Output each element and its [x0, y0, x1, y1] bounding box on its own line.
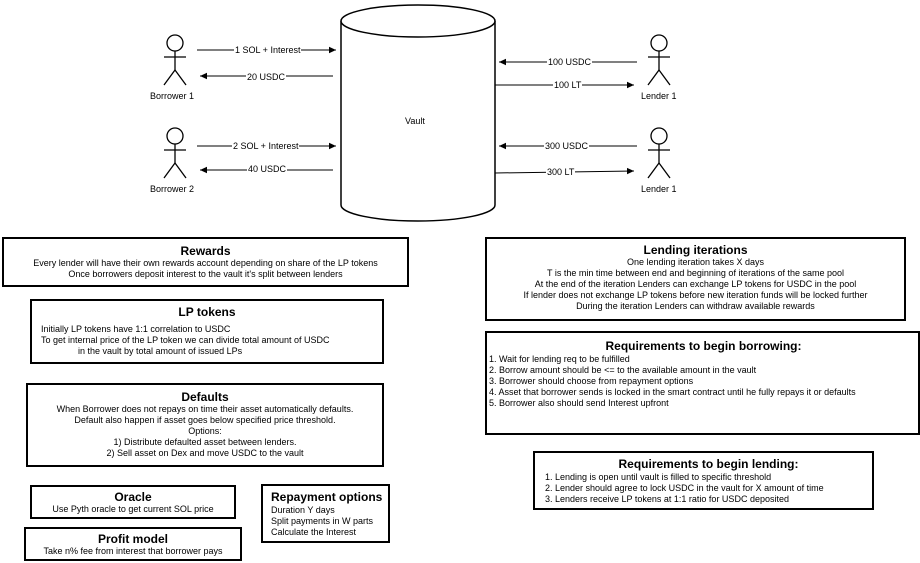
lp-tokens-box: LP tokens Initially LP tokens have 1:1 c…: [30, 299, 384, 364]
requirements-lending-box: Requirements to begin lending: 1. Lendin…: [533, 451, 874, 510]
vault-cylinder: [340, 4, 496, 222]
arrow-l2-receive-label: 300 LT: [546, 167, 576, 177]
repayment-options-title: Repayment options: [271, 490, 383, 504]
defaults-line: 2) Sell asset on Dex and move USDC to th…: [106, 448, 304, 458]
requirements-borrowing-line: 4. Asset that borrower sends is locked i…: [489, 387, 856, 397]
lending-iterations-line: At the end of the iteration Lenders can …: [534, 279, 857, 289]
defaults-line: Options:: [188, 426, 222, 436]
lending-iterations-box: Lending iterations One lending iteration…: [485, 237, 906, 321]
repayment-options-line: Split payments in W parts: [271, 516, 374, 526]
lp-tokens-line: in the vault by total amount of issued L…: [78, 346, 243, 356]
profit-model-title: Profit model: [97, 532, 168, 546]
lending-iterations-line: If lender does not exchange LP tokens be…: [523, 290, 868, 300]
requirements-borrowing-line: 1. Wait for lending req to be fulfilled: [489, 354, 630, 364]
lp-tokens-title: LP tokens: [178, 305, 236, 319]
repayment-options-line: Duration Y days: [271, 505, 335, 515]
borrower-2-label: Borrower 2: [150, 184, 195, 194]
requirements-borrowing-line: 3. Borrower should choose from repayment…: [489, 376, 694, 386]
defaults-title: Defaults: [181, 390, 229, 404]
profit-model-line: Take n% fee from interest that borrower …: [43, 546, 223, 556]
lending-iterations-title: Lending iterations: [643, 243, 748, 257]
arrow-b1-deposit-label: 1 SOL + Interest: [234, 45, 302, 55]
rewards-line: Every lender will have their own rewards…: [33, 258, 378, 268]
borrower-2-figure: [163, 127, 187, 179]
lender-1-bottom-figure: [647, 127, 671, 179]
defaults-line: Default also happen if asset goes below …: [74, 415, 336, 425]
defaults-box: Defaults When Borrower does not repays o…: [26, 383, 384, 467]
arrow-l1-deposit-label: 100 USDC: [547, 57, 593, 67]
lending-iterations-line: During the iteration Lenders can withdra…: [576, 301, 815, 311]
arrow-b1-receive-label: 20 USDC: [246, 72, 287, 82]
lending-iterations-line: T is the min time between end and beginn…: [546, 268, 845, 278]
requirements-lending-line: 1. Lending is open until vault is filled…: [545, 472, 772, 482]
oracle-line: Use Pyth oracle to get current SOL price: [52, 504, 214, 514]
rewards-line: Once borrowers deposit interest to the v…: [68, 269, 343, 279]
borrower-1-figure: [163, 34, 187, 86]
requirements-lending-title: Requirements to begin lending:: [618, 457, 799, 471]
requirements-lending-line: 3. Lenders receive LP tokens at 1:1 rati…: [545, 494, 789, 504]
requirements-borrowing-box: Requirements to begin borrowing: 1. Wait…: [485, 331, 920, 435]
repayment-options-box: Repayment options Duration Y days Split …: [261, 484, 390, 543]
borrower-1-label: Borrower 1: [150, 91, 195, 101]
arrow-b2-deposit-label: 2 SOL + Interest: [232, 141, 300, 151]
lender-1-top-label: Lender 1: [641, 91, 677, 101]
rewards-title: Rewards: [180, 244, 231, 258]
arrow-b2-receive-label: 40 USDC: [247, 164, 288, 174]
arrow-l2-deposit-label: 300 USDC: [544, 141, 590, 151]
lender-1-bottom-label: Lender 1: [641, 184, 677, 194]
lp-tokens-line: To get internal price of the LP token we…: [41, 335, 330, 345]
requirements-borrowing-line: 2. Borrow amount should be <= to the ava…: [489, 365, 757, 375]
profit-model-box: Profit model Take n% fee from interest t…: [24, 527, 242, 561]
arrow-l1-receive-label: 100 LT: [553, 80, 583, 90]
requirements-borrowing-title: Requirements to begin borrowing:: [605, 339, 802, 353]
defaults-line: 1) Distribute defaulted asset between le…: [113, 437, 297, 447]
rewards-box: Rewards Every lender will have their own…: [2, 237, 409, 287]
lp-tokens-line: Initially LP tokens have 1:1 correlation…: [41, 324, 231, 334]
lending-iterations-line: One lending iteration takes X days: [626, 257, 765, 267]
vault-label: Vault: [405, 116, 425, 126]
repayment-options-line: Calculate the Interest: [271, 527, 357, 537]
oracle-title: Oracle: [114, 490, 152, 504]
defaults-line: When Borrower does not repays on time th…: [56, 404, 354, 414]
requirements-borrowing-line: 5. Borrower also should send Interest up…: [489, 398, 669, 408]
lender-1-top-figure: [647, 34, 671, 86]
oracle-box: Oracle Use Pyth oracle to get current SO…: [30, 485, 236, 519]
requirements-lending-line: 2. Lender should agree to lock USDC in t…: [545, 483, 824, 493]
